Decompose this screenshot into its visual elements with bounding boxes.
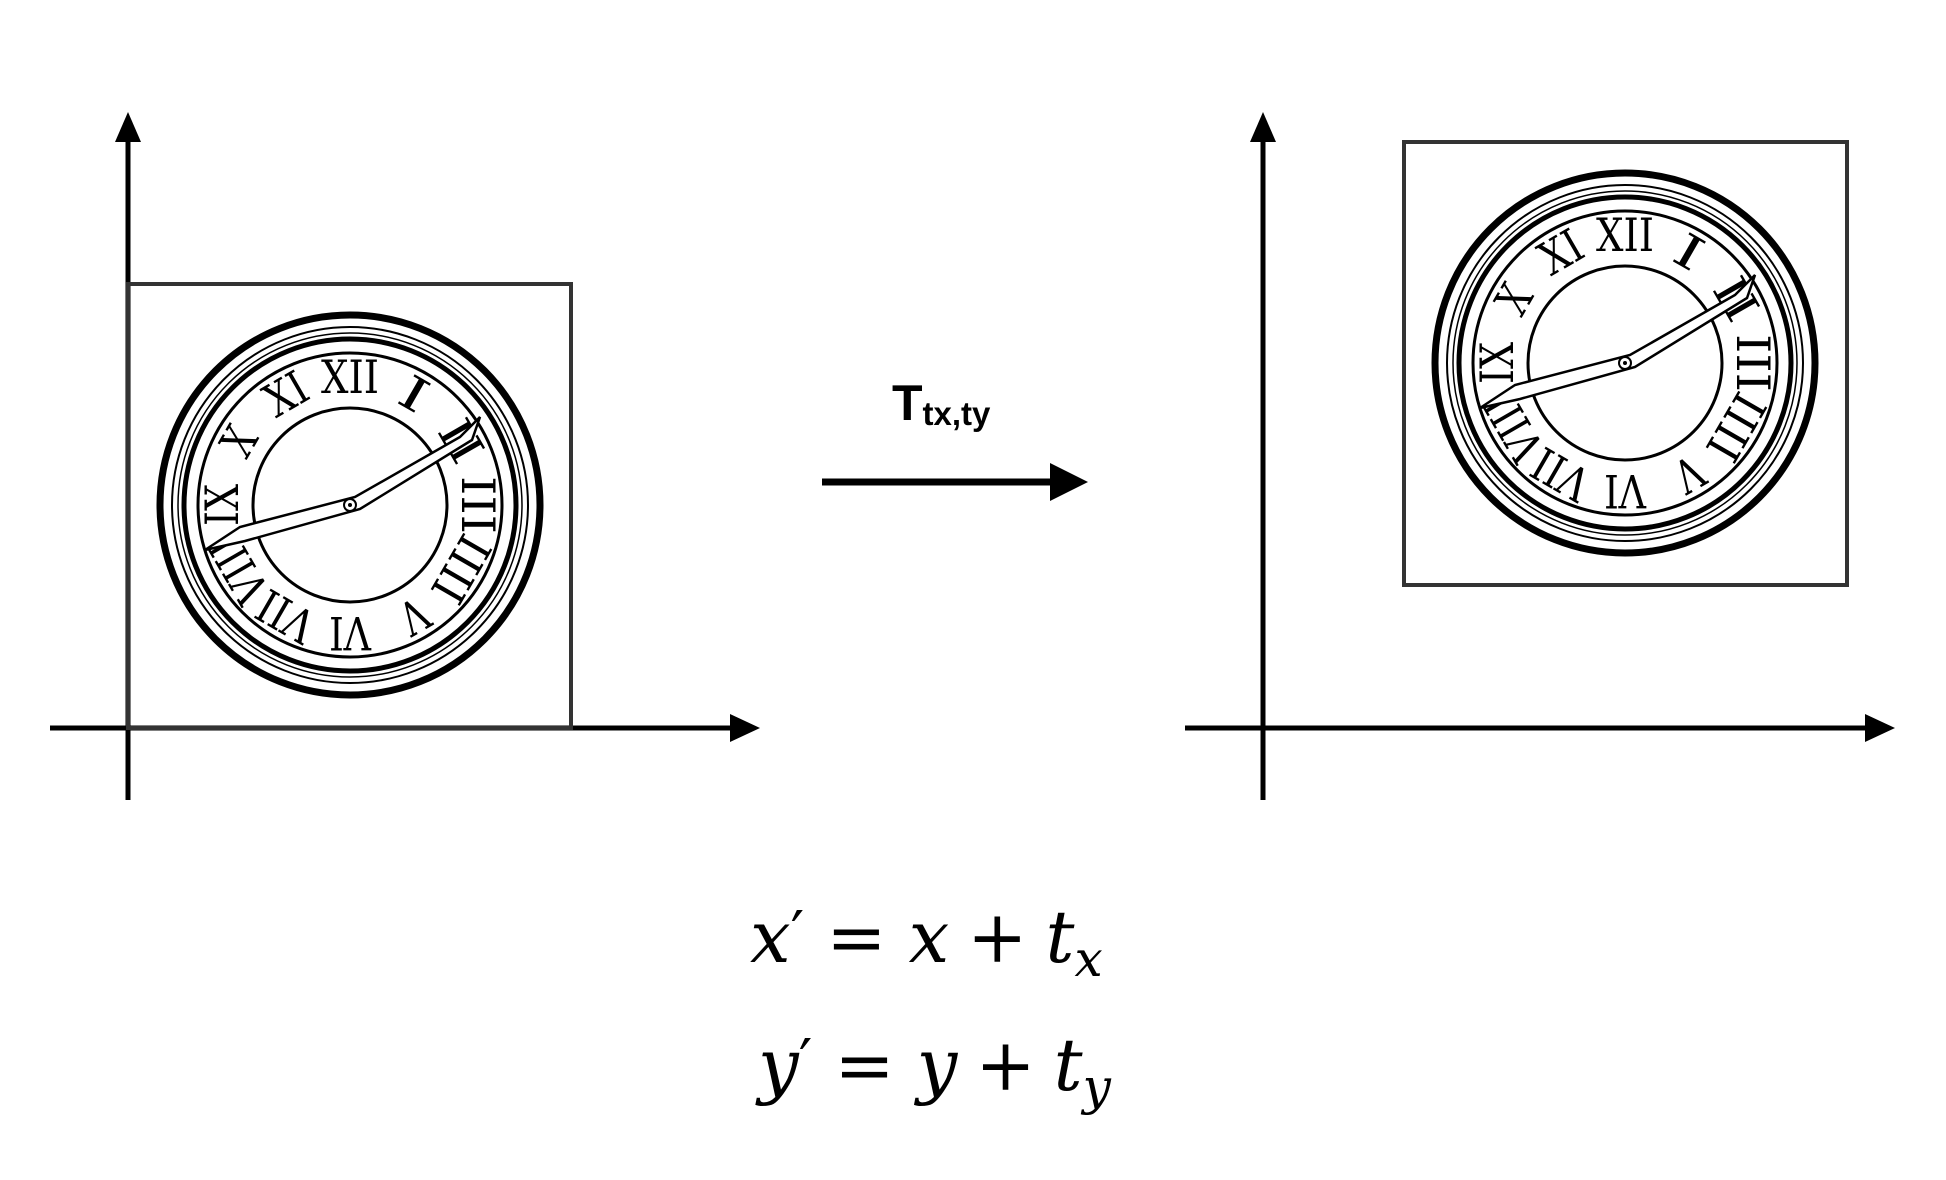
left-clock-image: [160, 315, 540, 695]
transform-label-subscript: tx,ty: [923, 395, 992, 432]
transform-arrow: [822, 463, 1088, 501]
equation-x-plus: +: [967, 895, 1027, 979]
equations: x′=x+tx y′=y+ty: [750, 895, 1112, 1116]
transform-label: Ttx,ty: [892, 375, 991, 432]
equation-y-equals: =: [834, 1023, 894, 1107]
equation-y-prime: ′: [799, 1027, 813, 1097]
equation-x-rhs: x: [909, 895, 950, 979]
right-panel: [1185, 112, 1895, 800]
equation-x-prime: ′: [791, 899, 805, 969]
transform-label-main: T: [892, 375, 923, 431]
equation-x-subscript: x: [1074, 930, 1102, 988]
equation-x: x′=x+tx: [750, 895, 1103, 988]
equation-y-rhs: y: [914, 1023, 959, 1107]
equation-y-plus: +: [975, 1023, 1035, 1107]
equation-x-t: t: [1046, 895, 1076, 979]
right-bounding-box: [1402, 140, 1849, 587]
equation-x-lhs: x: [750, 895, 791, 979]
equation-y-lhs: y: [755, 1023, 800, 1107]
left-bounding-box: [126, 282, 573, 730]
equation-y-subscript: y: [1081, 1058, 1112, 1116]
equation-y: y′=y+ty: [755, 1023, 1112, 1116]
equation-x-equals: =: [826, 895, 886, 979]
left-panel: [50, 112, 760, 800]
right-axes: [1185, 112, 1895, 800]
equation-y-t: t: [1054, 1023, 1084, 1107]
right-clock-image: [1435, 173, 1815, 553]
